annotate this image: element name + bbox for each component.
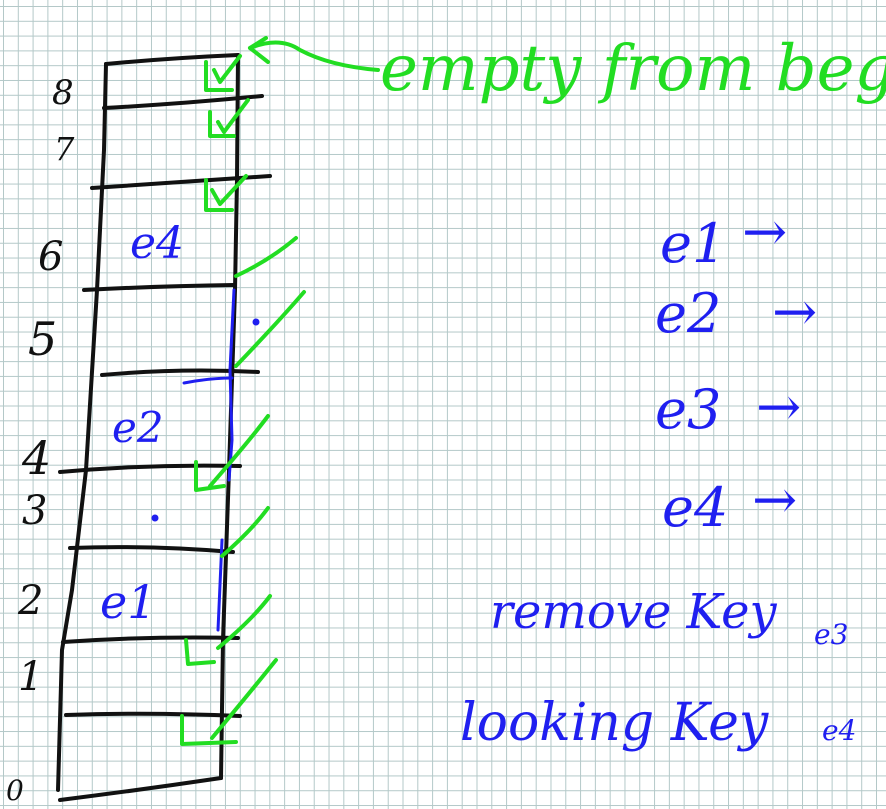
divider-4 (58, 463, 242, 474)
list-item-label: e2 (655, 282, 721, 345)
arrow-right-icon: → (772, 280, 817, 343)
operation-lookup-text: looking Key (460, 693, 769, 753)
array-top-line (104, 53, 240, 66)
divider-2 (61, 635, 240, 644)
corner-box-icon (184, 638, 216, 666)
cell-slot-2-content: e1 (100, 575, 157, 629)
check-mark-icon (210, 658, 278, 740)
blue-probe-line-lower (216, 538, 224, 632)
arrow-right-icon: → (752, 468, 797, 531)
annotation-arrowhead (248, 36, 270, 64)
corner-box-icon (180, 714, 238, 746)
annotation-arrow (248, 40, 380, 72)
index-label-6: 6 (38, 234, 63, 280)
list-item-label: e1 (660, 212, 726, 275)
annotation-empty-from-beginning: empty from beginning (380, 32, 886, 106)
cell-slot-4-content: e2 (112, 403, 164, 452)
cell-slot-6-content: e4 (130, 218, 184, 269)
corner-box-icon (194, 460, 226, 492)
index-labels: 8 7 6 5 4 3 2 1 0 (6, 73, 75, 807)
arrow-right-icon: → (756, 375, 801, 438)
cell-contents: e4 e2 e1 (100, 218, 184, 629)
corner-box-icon (204, 178, 234, 212)
blue-dot (151, 514, 159, 522)
list-item: e1 → (660, 200, 787, 275)
array-bottom-line (58, 776, 223, 802)
operation-lookup: looking Key e4 (460, 693, 856, 753)
blue-probe-hook (182, 376, 234, 385)
index-label-8: 8 (52, 73, 74, 113)
index-label-0: 0 (6, 774, 24, 807)
element-list: e1 → e2 → e3 → e4 → (655, 200, 817, 539)
operation-lookup-subscript: e4 (822, 714, 856, 747)
check-mark-icon (210, 174, 248, 206)
divider-3 (68, 545, 235, 554)
index-label-1: 1 (18, 654, 43, 700)
list-item: e4 → (662, 468, 797, 539)
divider-6 (82, 283, 236, 292)
blue-probe-marks (151, 288, 260, 632)
corner-box-icon (208, 110, 236, 138)
check-mark-icon (216, 98, 250, 134)
divider-5 (100, 368, 260, 377)
green-annotations (180, 36, 380, 746)
list-item: e2 → (655, 280, 817, 345)
index-label-7: 7 (54, 130, 75, 168)
check-mark-icon (234, 236, 298, 278)
list-item-label: e3 (655, 378, 721, 441)
index-label-5: 5 (28, 312, 57, 366)
index-label-2: 2 (17, 578, 43, 624)
list-item-label: e4 (662, 476, 728, 539)
corner-box-icon (204, 60, 234, 92)
operation-remove-text: remove Key (490, 584, 778, 640)
check-mark-icon (216, 594, 272, 650)
hash-table-array (56, 53, 272, 802)
check-mark-icon (234, 290, 306, 368)
operation-remove-subscript: e3 (814, 618, 848, 651)
array-left-border (56, 62, 108, 792)
blue-dot (252, 318, 260, 326)
divider-7 (90, 174, 272, 190)
divider-1 (64, 711, 242, 718)
arrow-right-icon: → (742, 200, 787, 263)
operations: remove Key e3 looking Key e4 (460, 584, 856, 753)
index-label-3: 3 (22, 488, 47, 534)
list-item: e3 → (655, 375, 801, 441)
divider-8 (102, 94, 264, 110)
check-mark-icon (220, 506, 270, 558)
check-mark-icon (212, 54, 242, 84)
index-label-4: 4 (21, 431, 51, 485)
check-mark-icon (208, 414, 270, 488)
array-right-border (219, 53, 240, 780)
operation-remove: remove Key e3 (490, 584, 848, 651)
